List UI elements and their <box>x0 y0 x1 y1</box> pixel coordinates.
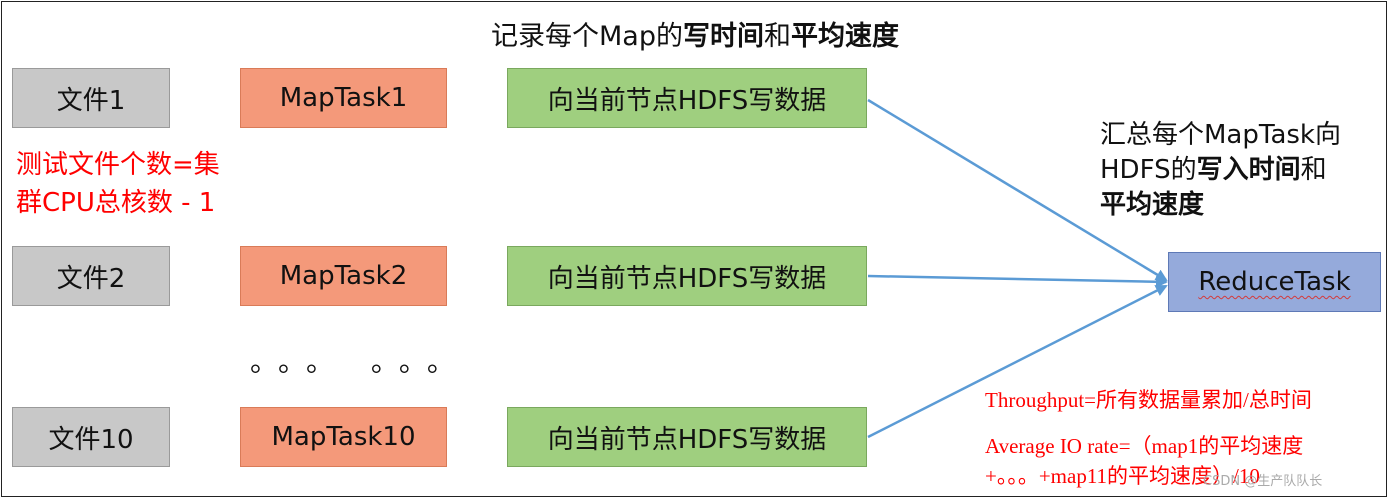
test-file-count-note: 测试文件个数=集 群CPU总核数 - 1 <box>16 150 220 218</box>
maptask-box-2: MapTask2 <box>240 246 447 306</box>
ellipsis-dots: 。。。 。。。 <box>250 345 469 378</box>
arrow-2-to-reduce <box>867 274 1168 288</box>
summary-text: 汇总每个MapTask向 HDFS的写入时间和 平均速度 <box>1100 120 1341 220</box>
maptask-box-10: MapTask10 <box>240 407 447 467</box>
avg-io-rate-line2: +。。。+map11的平均速度）/10 <box>985 464 1260 488</box>
file-box-1: 文件1 <box>12 68 170 128</box>
throughput-formula: Throughput=所有数据量累加/总时间 <box>985 388 1312 412</box>
file-box-2: 文件2 <box>12 246 170 306</box>
diagram-title: 记录每个Map的写时间和平均速度 <box>491 21 899 52</box>
hdfs-write-box-10: 向当前节点HDFS写数据 <box>507 407 867 467</box>
hdfs-write-box-2: 向当前节点HDFS写数据 <box>507 246 867 306</box>
file-box-10: 文件10 <box>12 407 170 467</box>
maptask-box-1: MapTask1 <box>240 68 447 128</box>
arrow-10-to-reduce <box>867 284 1168 439</box>
avg-io-rate-line1: Average IO rate=（map1的平均速度 <box>985 434 1304 458</box>
hdfs-write-box-1: 向当前节点HDFS写数据 <box>507 68 867 128</box>
watermark: CSDN @生产队队长 <box>1203 474 1323 489</box>
reducetask-box: ReduceTask <box>1168 252 1381 312</box>
arrow-1-to-reduce <box>867 98 1168 282</box>
